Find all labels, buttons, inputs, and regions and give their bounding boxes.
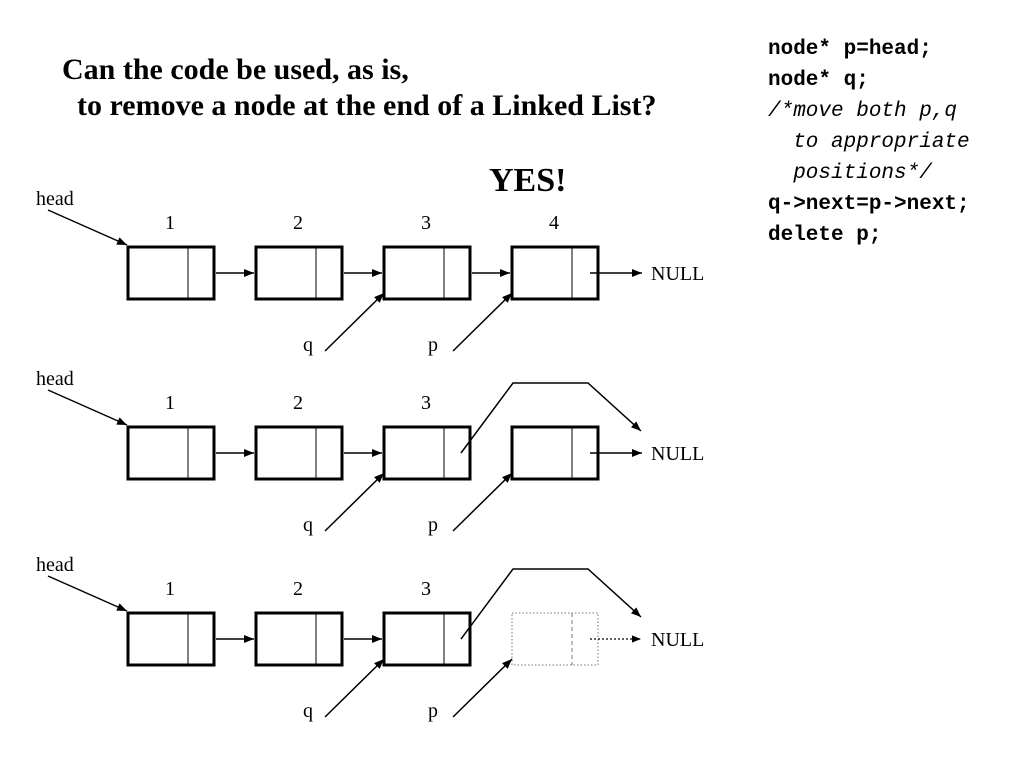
p-pointer-arrow (452, 658, 513, 718)
head-arrow (47, 575, 128, 612)
node-number: 3 (421, 212, 431, 234)
p-pointer-arrow (452, 472, 513, 532)
node-number: 1 (165, 212, 175, 234)
code-line: node* q; (768, 69, 869, 92)
node-box (126, 425, 216, 481)
deleted-node-box (511, 612, 599, 666)
node-box (382, 425, 472, 481)
q-pointer-arrow (324, 292, 385, 352)
head-arrow (47, 209, 128, 246)
node-number: 1 (165, 392, 175, 414)
code-comment: to appropriate (768, 131, 970, 154)
head-label: head (36, 368, 74, 390)
head-label: head (36, 188, 74, 210)
q-label: q (303, 334, 313, 356)
p-label: p (428, 700, 438, 722)
bypass-pointer (460, 568, 642, 640)
code-line: delete p; (768, 224, 882, 247)
node-box (254, 245, 344, 301)
node-box (126, 611, 216, 667)
answer-text: YES! (489, 162, 567, 199)
question-line-2: to remove a node at the end of a Linked … (62, 89, 657, 122)
q-pointer-arrow (324, 472, 385, 532)
node-number: 2 (293, 392, 303, 414)
node-box (510, 425, 600, 481)
code-comment: positions*/ (768, 162, 932, 185)
node-box (382, 245, 472, 301)
null-label: NULL (651, 263, 704, 285)
q-label: q (303, 514, 313, 536)
node-number: 2 (293, 578, 303, 600)
null-label: NULL (651, 443, 704, 465)
node-box (510, 245, 600, 301)
code-comment: /*move both p,q (768, 100, 958, 123)
code-line: node* p=head; (768, 38, 932, 61)
q-label: q (303, 700, 313, 722)
node-number: 3 (421, 392, 431, 414)
head-arrow (47, 389, 128, 426)
node-number: 1 (165, 578, 175, 600)
node-box (254, 425, 344, 481)
code-line: q->next=p->next; (768, 193, 970, 216)
code-block: node* p=head; node* q; /*move both p,q t… (768, 34, 970, 251)
node-number: 3 (421, 578, 431, 600)
p-label: p (428, 514, 438, 536)
p-label: p (428, 334, 438, 356)
node-number: 4 (549, 212, 559, 234)
q-pointer-arrow (324, 658, 385, 718)
node-box (382, 611, 472, 667)
node-box (254, 611, 344, 667)
null-label: NULL (651, 629, 704, 651)
bypass-pointer (460, 382, 642, 454)
question-line-1: Can the code be used, as is, (62, 53, 409, 86)
question-heading: Can the code be used, as is, to remove a… (62, 52, 656, 124)
p-pointer-arrow (452, 292, 513, 352)
node-box (126, 245, 216, 301)
head-label: head (36, 554, 74, 576)
node-number: 2 (293, 212, 303, 234)
